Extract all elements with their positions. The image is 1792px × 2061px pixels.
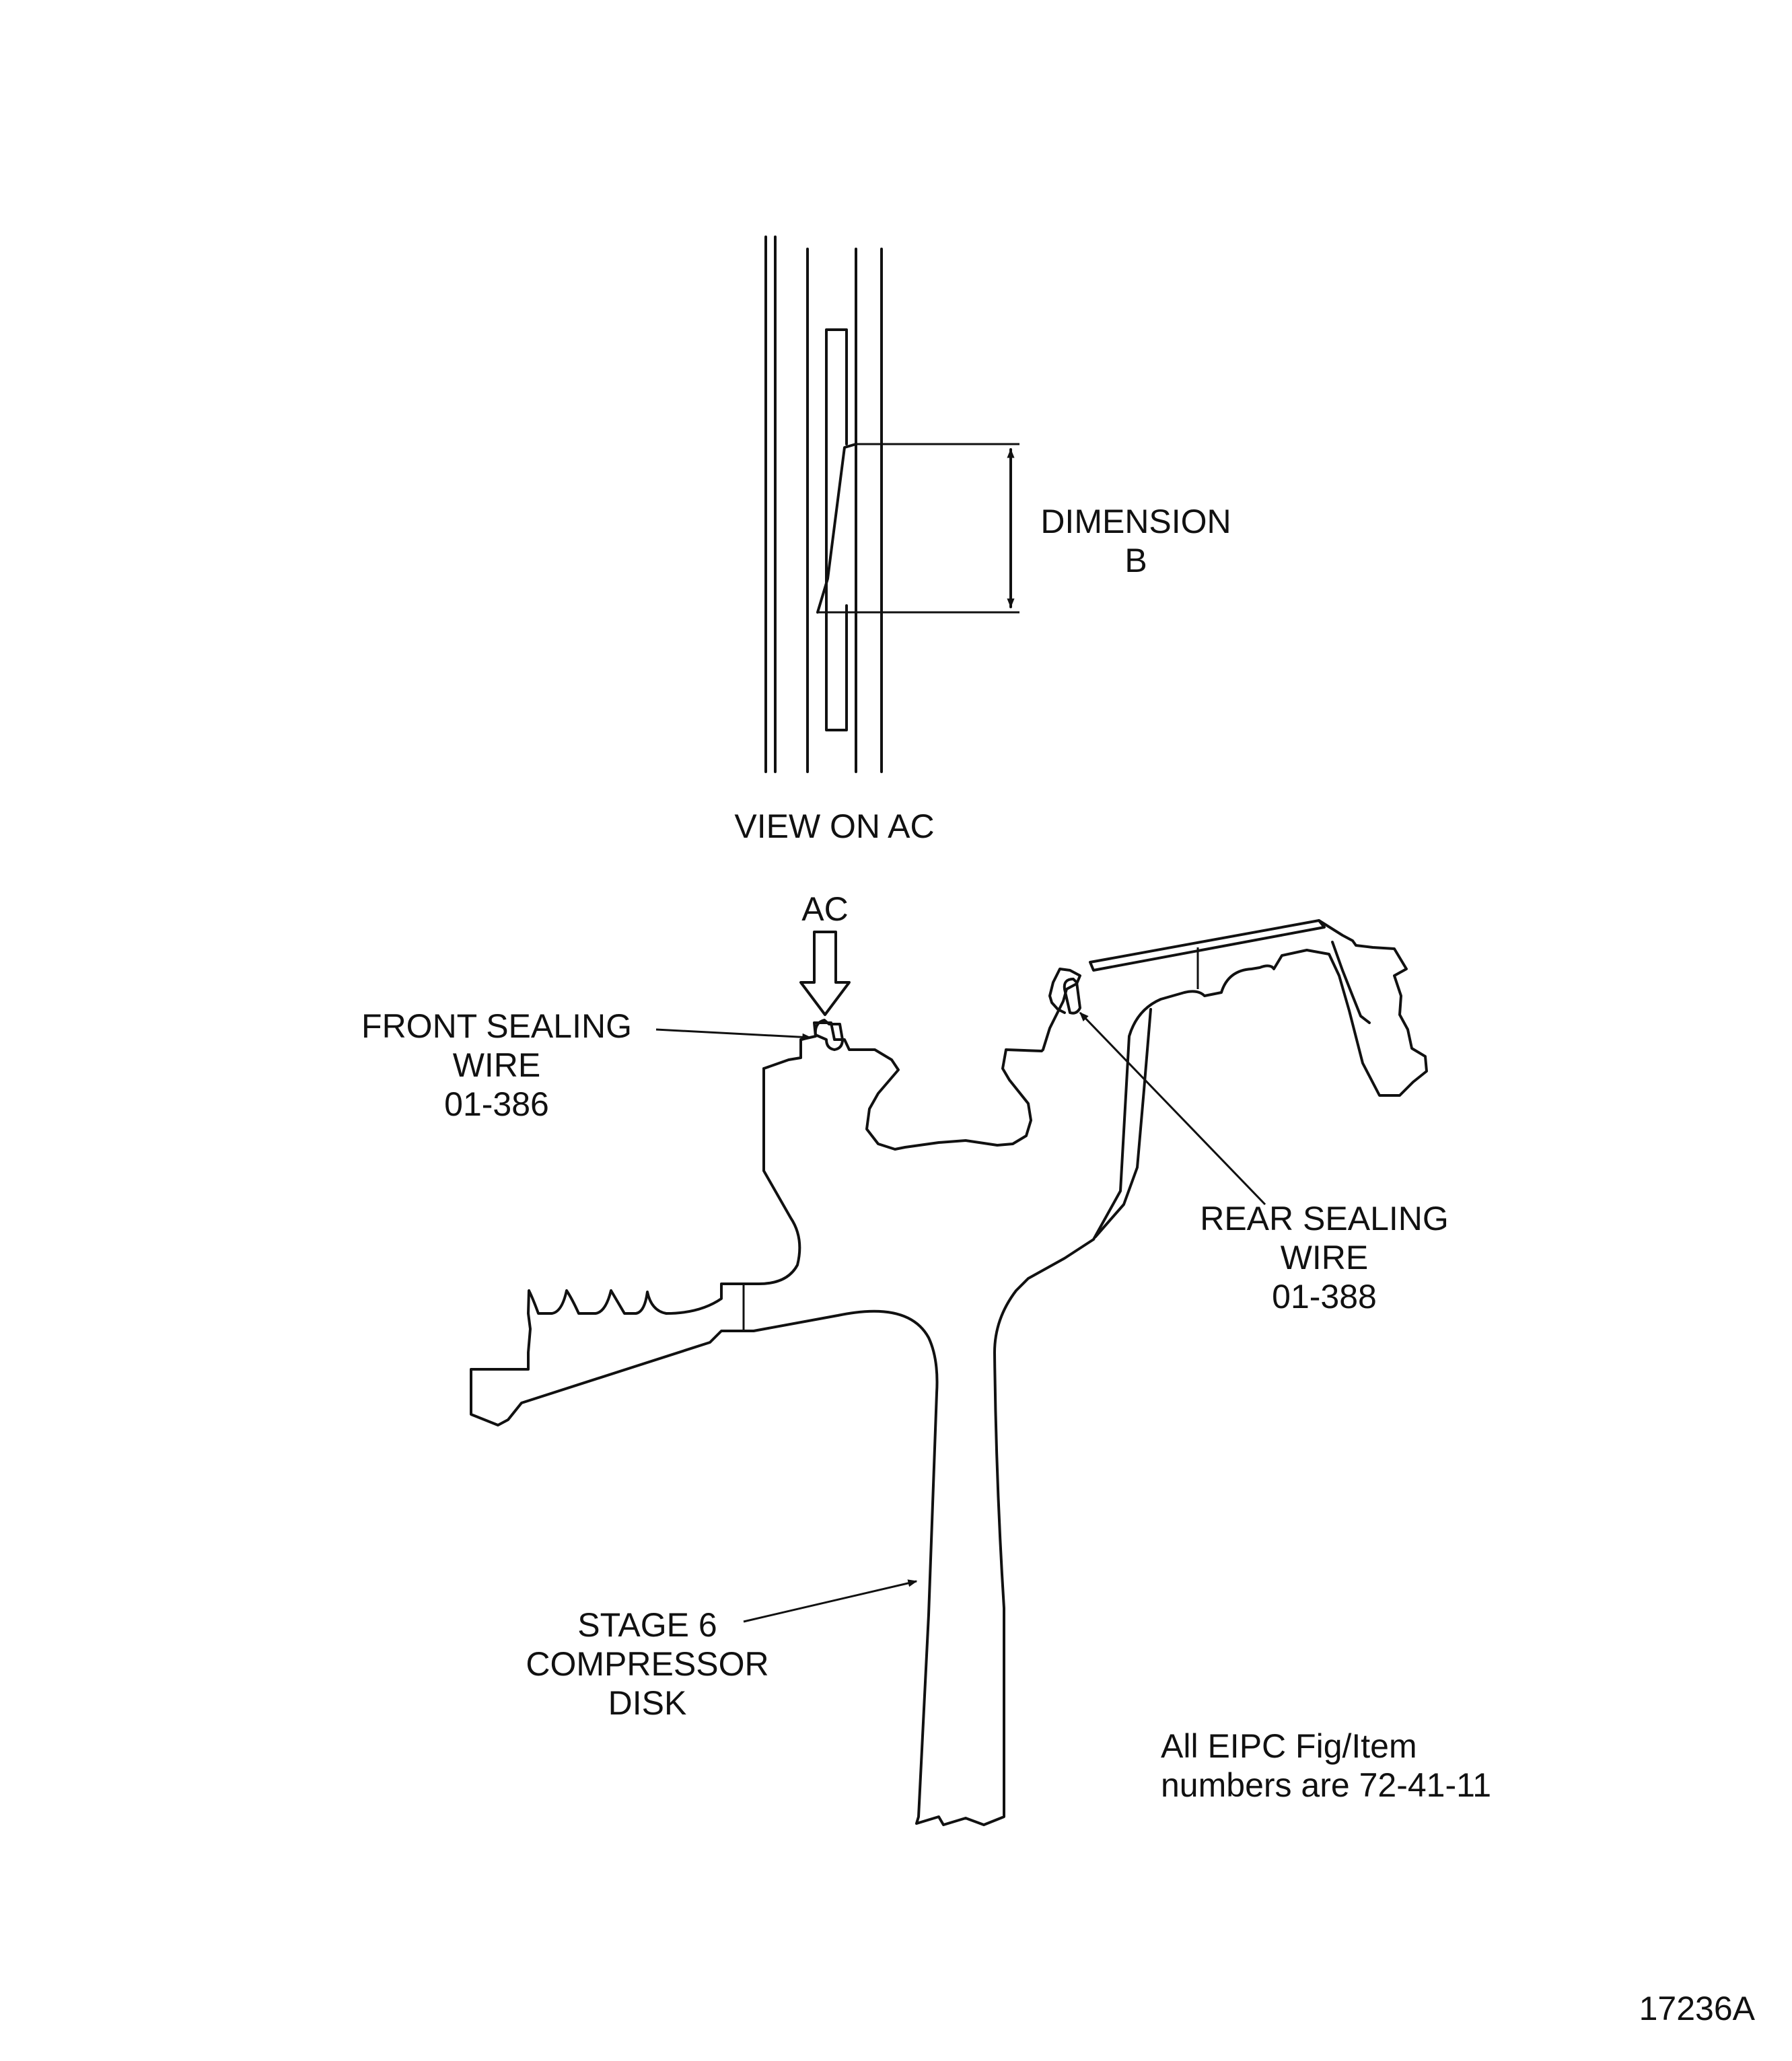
view-label: VIEW ON AC bbox=[734, 807, 934, 845]
disk-label-line3: DISK bbox=[608, 1684, 687, 1722]
rear-wire-label-line2: WIRE bbox=[1281, 1239, 1369, 1276]
rear-wire-leader bbox=[1079, 1011, 1266, 1206]
front-wire-label-line2: WIRE bbox=[453, 1046, 541, 1084]
eipc-note-line2: numbers are 72-41-11 bbox=[1161, 1766, 1491, 1804]
rear-blade-platform bbox=[1089, 919, 1326, 972]
dimension-label-line1: DIMENSION bbox=[1040, 503, 1231, 540]
front-sealing-wire-shape bbox=[814, 1019, 844, 1051]
ac-arrow-label: AC bbox=[801, 890, 848, 928]
rear-wire-label-line1: REAR SEALING bbox=[1200, 1200, 1449, 1237]
detail-view: DIMENSION B VIEW ON AC bbox=[734, 236, 1231, 845]
disk-hub-dovetail bbox=[762, 968, 1081, 1151]
rear-blade-root bbox=[1331, 941, 1371, 1024]
disk-outline bbox=[470, 919, 1428, 1826]
main-section: AC FRONT SEALING WIRE 01-386 REAR SEALIN… bbox=[361, 890, 1449, 1826]
dimension-label-line2: B bbox=[1124, 542, 1147, 579]
front-wire-leader bbox=[655, 1028, 812, 1041]
front-wire-label-line3: 01-386 bbox=[444, 1085, 549, 1123]
disk-label-line1: STAGE 6 bbox=[577, 1606, 717, 1644]
detail-wire-step bbox=[816, 443, 857, 614]
disk-label-line2: COMPRESSOR bbox=[526, 1645, 768, 1683]
detail-sealing-wire bbox=[825, 328, 848, 731]
figure-number: 17236A bbox=[1639, 1990, 1756, 2027]
rear-sealing-wire-shape bbox=[1063, 978, 1081, 1015]
rear-wire-label-line3: 01-388 bbox=[1272, 1278, 1377, 1315]
front-wire-label-line1: FRONT SEALING bbox=[361, 1007, 632, 1045]
ac-view-arrow bbox=[799, 931, 851, 1016]
rear-arm-inner bbox=[1094, 1008, 1152, 1238]
disk-leader bbox=[743, 1579, 918, 1623]
eipc-note-line1: All EIPC Fig/Item bbox=[1161, 1727, 1417, 1765]
